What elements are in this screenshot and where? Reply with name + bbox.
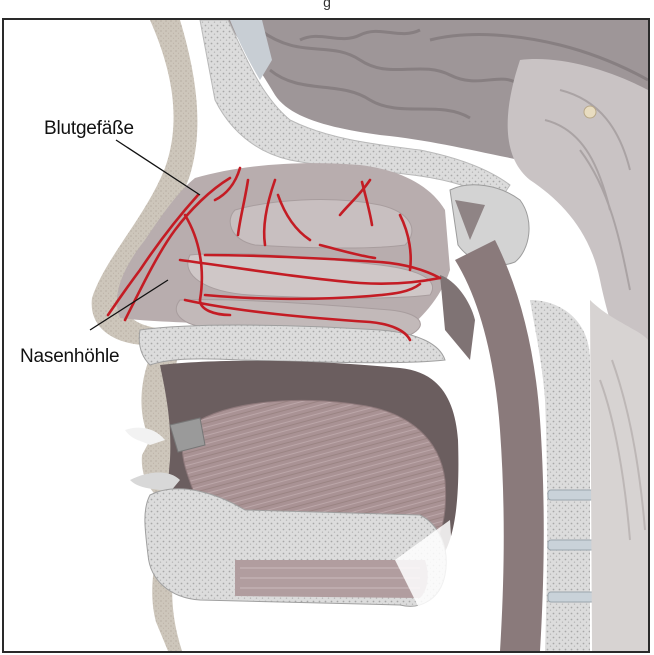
label-blood-vessels: Blutgefäße <box>44 118 134 140</box>
label-nasal-cavity: Nasenhöhle <box>20 346 119 368</box>
nasal-concha-upper <box>230 200 412 248</box>
